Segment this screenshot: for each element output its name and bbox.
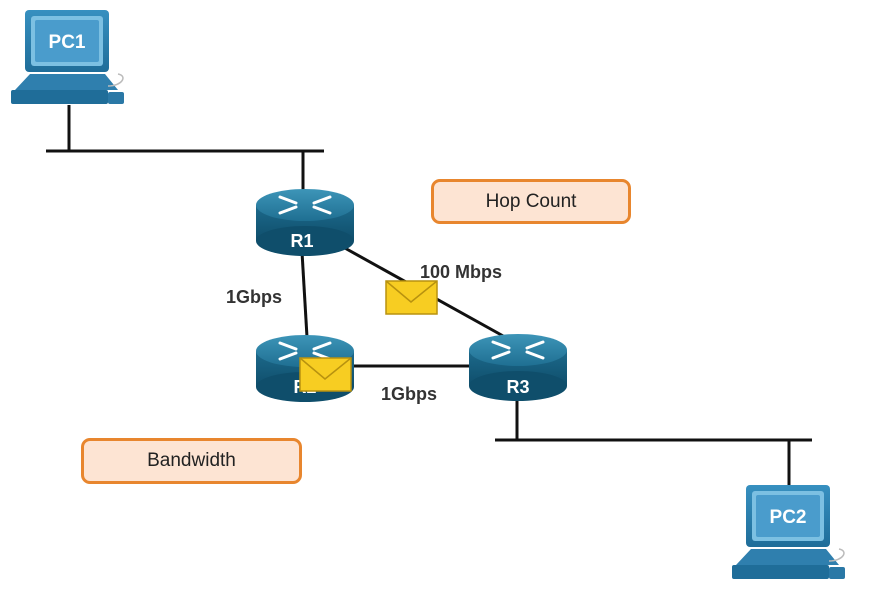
envelope-icon-r1-r3 <box>385 280 438 315</box>
pc2-computer-icon[interactable]: PC2 <box>732 485 845 579</box>
router-r3-icon[interactable]: R3 <box>469 334 567 401</box>
link-label-r2-r3: 1Gbps <box>381 384 437 404</box>
pc1-label: PC1 <box>49 32 86 53</box>
lan-segment-bottom <box>495 400 812 487</box>
bandwidth-callout: Bandwidth <box>81 438 302 484</box>
hop-count-callout: Hop Count <box>431 179 631 224</box>
r1-label: R1 <box>290 231 313 251</box>
link-label-r1-r2: 1Gbps <box>226 287 282 307</box>
envelope-icon-r2-r3 <box>299 357 352 392</box>
lan-segment-top <box>46 105 324 195</box>
router-r1-icon[interactable]: R1 <box>256 189 354 256</box>
r3-label: R3 <box>506 377 529 397</box>
link-label-r1-r3: 100 Mbps <box>420 262 502 282</box>
pc2-label: PC2 <box>770 507 807 528</box>
pc1-computer-icon[interactable]: PC1 <box>11 10 124 104</box>
link-r1-r2 <box>300 251 309 338</box>
